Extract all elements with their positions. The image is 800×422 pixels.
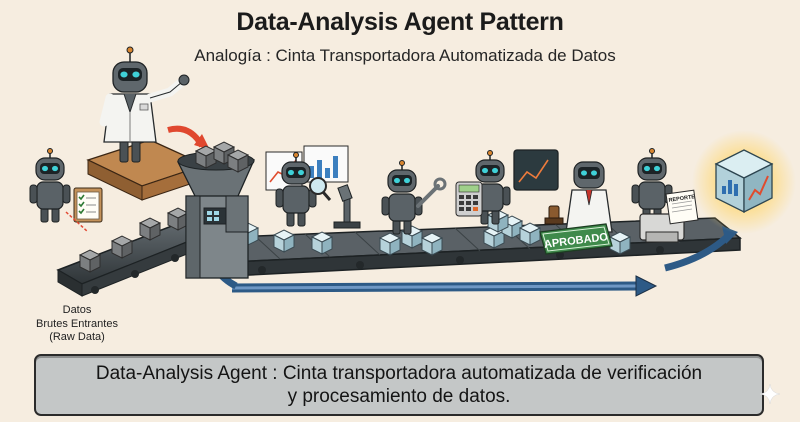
magnifying-glass-icon [309, 177, 332, 201]
clipboard-icon [65, 187, 103, 233]
caption-line1: Data-Analysis Agent : Cinta transportado… [95, 363, 703, 384]
wrench-icon [416, 177, 447, 208]
raw-data-label-line3: (Raw Data) [49, 331, 105, 343]
robot-analyst [265, 145, 349, 227]
printer-icon [639, 189, 699, 243]
robot-inspector-left [29, 147, 103, 233]
calculator-icon [455, 181, 483, 217]
page-title: Data-Analysis Agent Pattern [236, 8, 564, 36]
sparkle-icon [760, 384, 780, 404]
robot-approver [539, 161, 613, 255]
microscope-icon [333, 184, 361, 229]
stamp-icon [544, 205, 564, 225]
raw-data-label-line1: Datos [62, 304, 92, 316]
flow-arrow-bottom [231, 275, 658, 297]
robot-reporter [631, 147, 699, 243]
robot-calculator [455, 149, 559, 225]
report-sheet-label: REPORTE [668, 194, 695, 204]
page-subtitle: Analogía : Cinta Transportadora Automati… [194, 46, 616, 65]
hopper-machine-icon [176, 141, 256, 279]
caption-line2: y procesamiento de datos. [287, 386, 511, 407]
raw-data-label: Datos Brutes Entrantes (Raw Data) [22, 304, 132, 345]
robot-mechanic [381, 159, 447, 235]
caption-box: Data-Analysis Agent : Cinta transportado… [34, 354, 764, 416]
raw-data-label-line2: Brutes Entrantes [36, 317, 118, 330]
approved-stamp [539, 223, 613, 255]
final-insight-cube [692, 130, 796, 234]
